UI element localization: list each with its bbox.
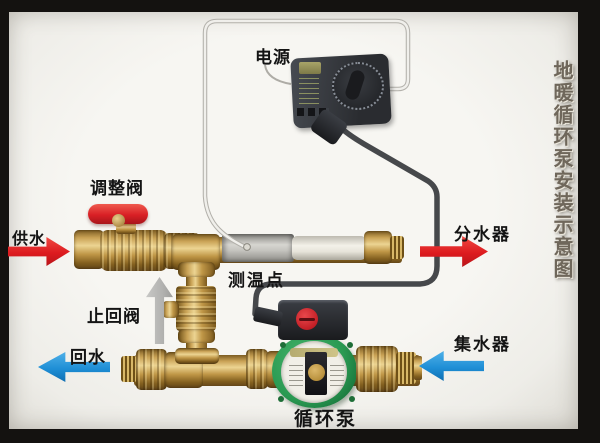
pr-union-nut <box>356 346 398 392</box>
pr-pipe-tip <box>414 356 422 380</box>
pump-dial <box>308 364 325 381</box>
controller-textlines <box>299 78 319 104</box>
vpipe-collar-bottom <box>178 329 215 343</box>
label-supply: 供水 <box>12 231 47 248</box>
label-power: 电源 <box>255 48 291 67</box>
insulated-pipe <box>292 236 366 260</box>
pump-bolt <box>278 396 284 402</box>
left-male-thread <box>121 356 137 382</box>
pump-bolt <box>280 342 286 348</box>
label-adjust-valve: 调整阀 <box>90 179 144 198</box>
label-collector: 集水器 <box>454 335 511 354</box>
bl-hex-nut <box>136 349 167 390</box>
label-temp-point: 测温点 <box>228 271 285 290</box>
label-distributor: 分水器 <box>454 225 511 244</box>
sensor-wire <box>203 19 410 250</box>
right-hex-fitting <box>364 231 392 264</box>
tee-fitting-bottom <box>175 348 219 364</box>
check-valve-side-plug <box>162 301 179 318</box>
page-title: 地暖循环泵安装示意图 <box>550 60 572 280</box>
label-check-valve: 止回阀 <box>87 307 141 326</box>
label-pump: 循环泵 <box>294 409 358 430</box>
power-cable <box>252 117 440 317</box>
label-return: 回水 <box>70 348 106 367</box>
wires-svg <box>202 18 440 317</box>
valve-handle-screw <box>112 214 125 227</box>
pr-male-thread <box>396 352 416 384</box>
pump-red-knob <box>296 308 318 330</box>
adjust-valve-body <box>100 230 168 271</box>
left-union-nut <box>74 230 104 269</box>
temp-sensor-dot <box>243 243 251 251</box>
pump-face-textlines <box>330 364 344 386</box>
pump-bolt <box>349 396 355 402</box>
right-male-thread <box>390 236 404 259</box>
pump-bolt <box>347 342 353 348</box>
diagram-area: 电源 调整阀 供水 测温点 止回阀 回水 分水器 集水器 循环泵 <box>8 12 578 430</box>
controller-ports <box>297 108 329 116</box>
pump-face-textlines <box>289 364 303 386</box>
power-label-pointer <box>264 64 292 85</box>
vpipe-collar-top <box>178 262 215 277</box>
mid-nut-1 <box>246 349 268 389</box>
controller-label <box>299 62 321 74</box>
check-valve-body <box>176 286 216 331</box>
